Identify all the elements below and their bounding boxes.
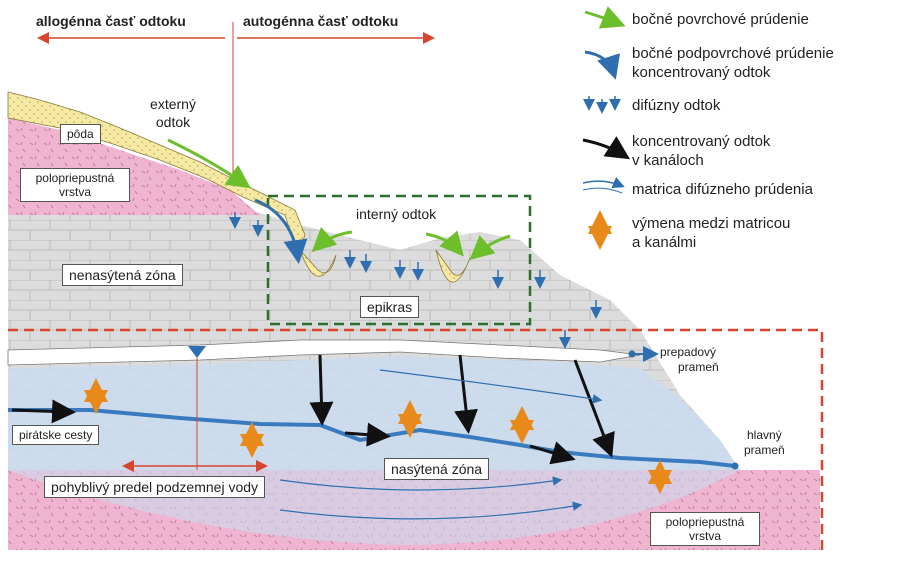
pirate-routes-label: pirátske cesty: [12, 425, 99, 445]
autogenic-label: autogénna časť odtoku: [243, 13, 398, 29]
legend-exchange-1: výmena medzi matricou: [632, 214, 790, 233]
overflow-spring-line-2: prameň: [660, 360, 719, 375]
soil-label: pôda: [60, 124, 101, 144]
legend-lateral-surface: bočné povrchové prúdenie: [632, 10, 809, 29]
legend-lateral-subsurface-2: koncentrovaný odtok: [632, 63, 770, 82]
legend-green-arrow-icon: [585, 12, 620, 24]
legend-lateral-subsurface-1: bočné podpovrchové prúdenie: [632, 44, 834, 63]
legend-matrix-arrow-icon-2: [583, 188, 622, 193]
epikarst-label: epikras: [360, 296, 419, 318]
legend-black-arrow-icon: [583, 140, 625, 156]
main-spring-label: hlavný prameň: [744, 428, 785, 458]
unsaturated-zone-label: nenasýtená zóna: [62, 264, 183, 286]
legend-channel-1: koncentrovaný odtok: [632, 132, 770, 151]
legend-channel-2: v kanáloch: [632, 151, 704, 170]
legend-blue-curved-arrow-icon: [585, 52, 614, 74]
semipermeable-bottom-line-1: polopriepustná: [657, 515, 753, 529]
legend-icons: [583, 12, 625, 244]
main-spring-line-2: prameň: [744, 443, 785, 458]
external-runoff-line-2: odtok: [143, 113, 203, 131]
semipermeable-top-line-2: vrstva: [27, 185, 123, 199]
overflow-spring-line-1: prepadový: [660, 345, 719, 360]
main-spring-icon: [732, 463, 739, 470]
semipermeable-top-line-1: polopriepustná: [27, 171, 123, 185]
legend-diffuse-arrows-icon: [589, 96, 615, 111]
legend-matrix-arrow-icon: [583, 181, 622, 186]
semipermeable-top-label: polopriepustná vrstva: [20, 168, 130, 202]
semipermeable-bottom-line-2: vrstva: [657, 529, 753, 543]
legend-diffuse: difúzny odtok: [632, 96, 720, 115]
legend-matrix: matrica difúzneho prúdenia: [632, 180, 813, 199]
overflow-spring-label: prepadový prameň: [660, 345, 719, 375]
semipermeable-bottom-label: polopriepustná vrstva: [650, 512, 760, 546]
water-table-label: pohyblivý predel podzemnej vody: [44, 476, 265, 498]
legend-exchange-2: a kanálmi: [632, 233, 696, 252]
saturated-zone-label: nasýtená zóna: [384, 458, 489, 480]
allogenic-label: allogénna časť odtoku: [36, 13, 186, 29]
external-runoff-line-1: externý: [143, 95, 203, 113]
internal-runoff-label: interný odtok: [356, 206, 436, 222]
overflow-spring-icon: [629, 351, 636, 358]
external-runoff-label: externý odtok: [143, 95, 203, 131]
main-spring-line-1: hlavný: [744, 428, 785, 443]
